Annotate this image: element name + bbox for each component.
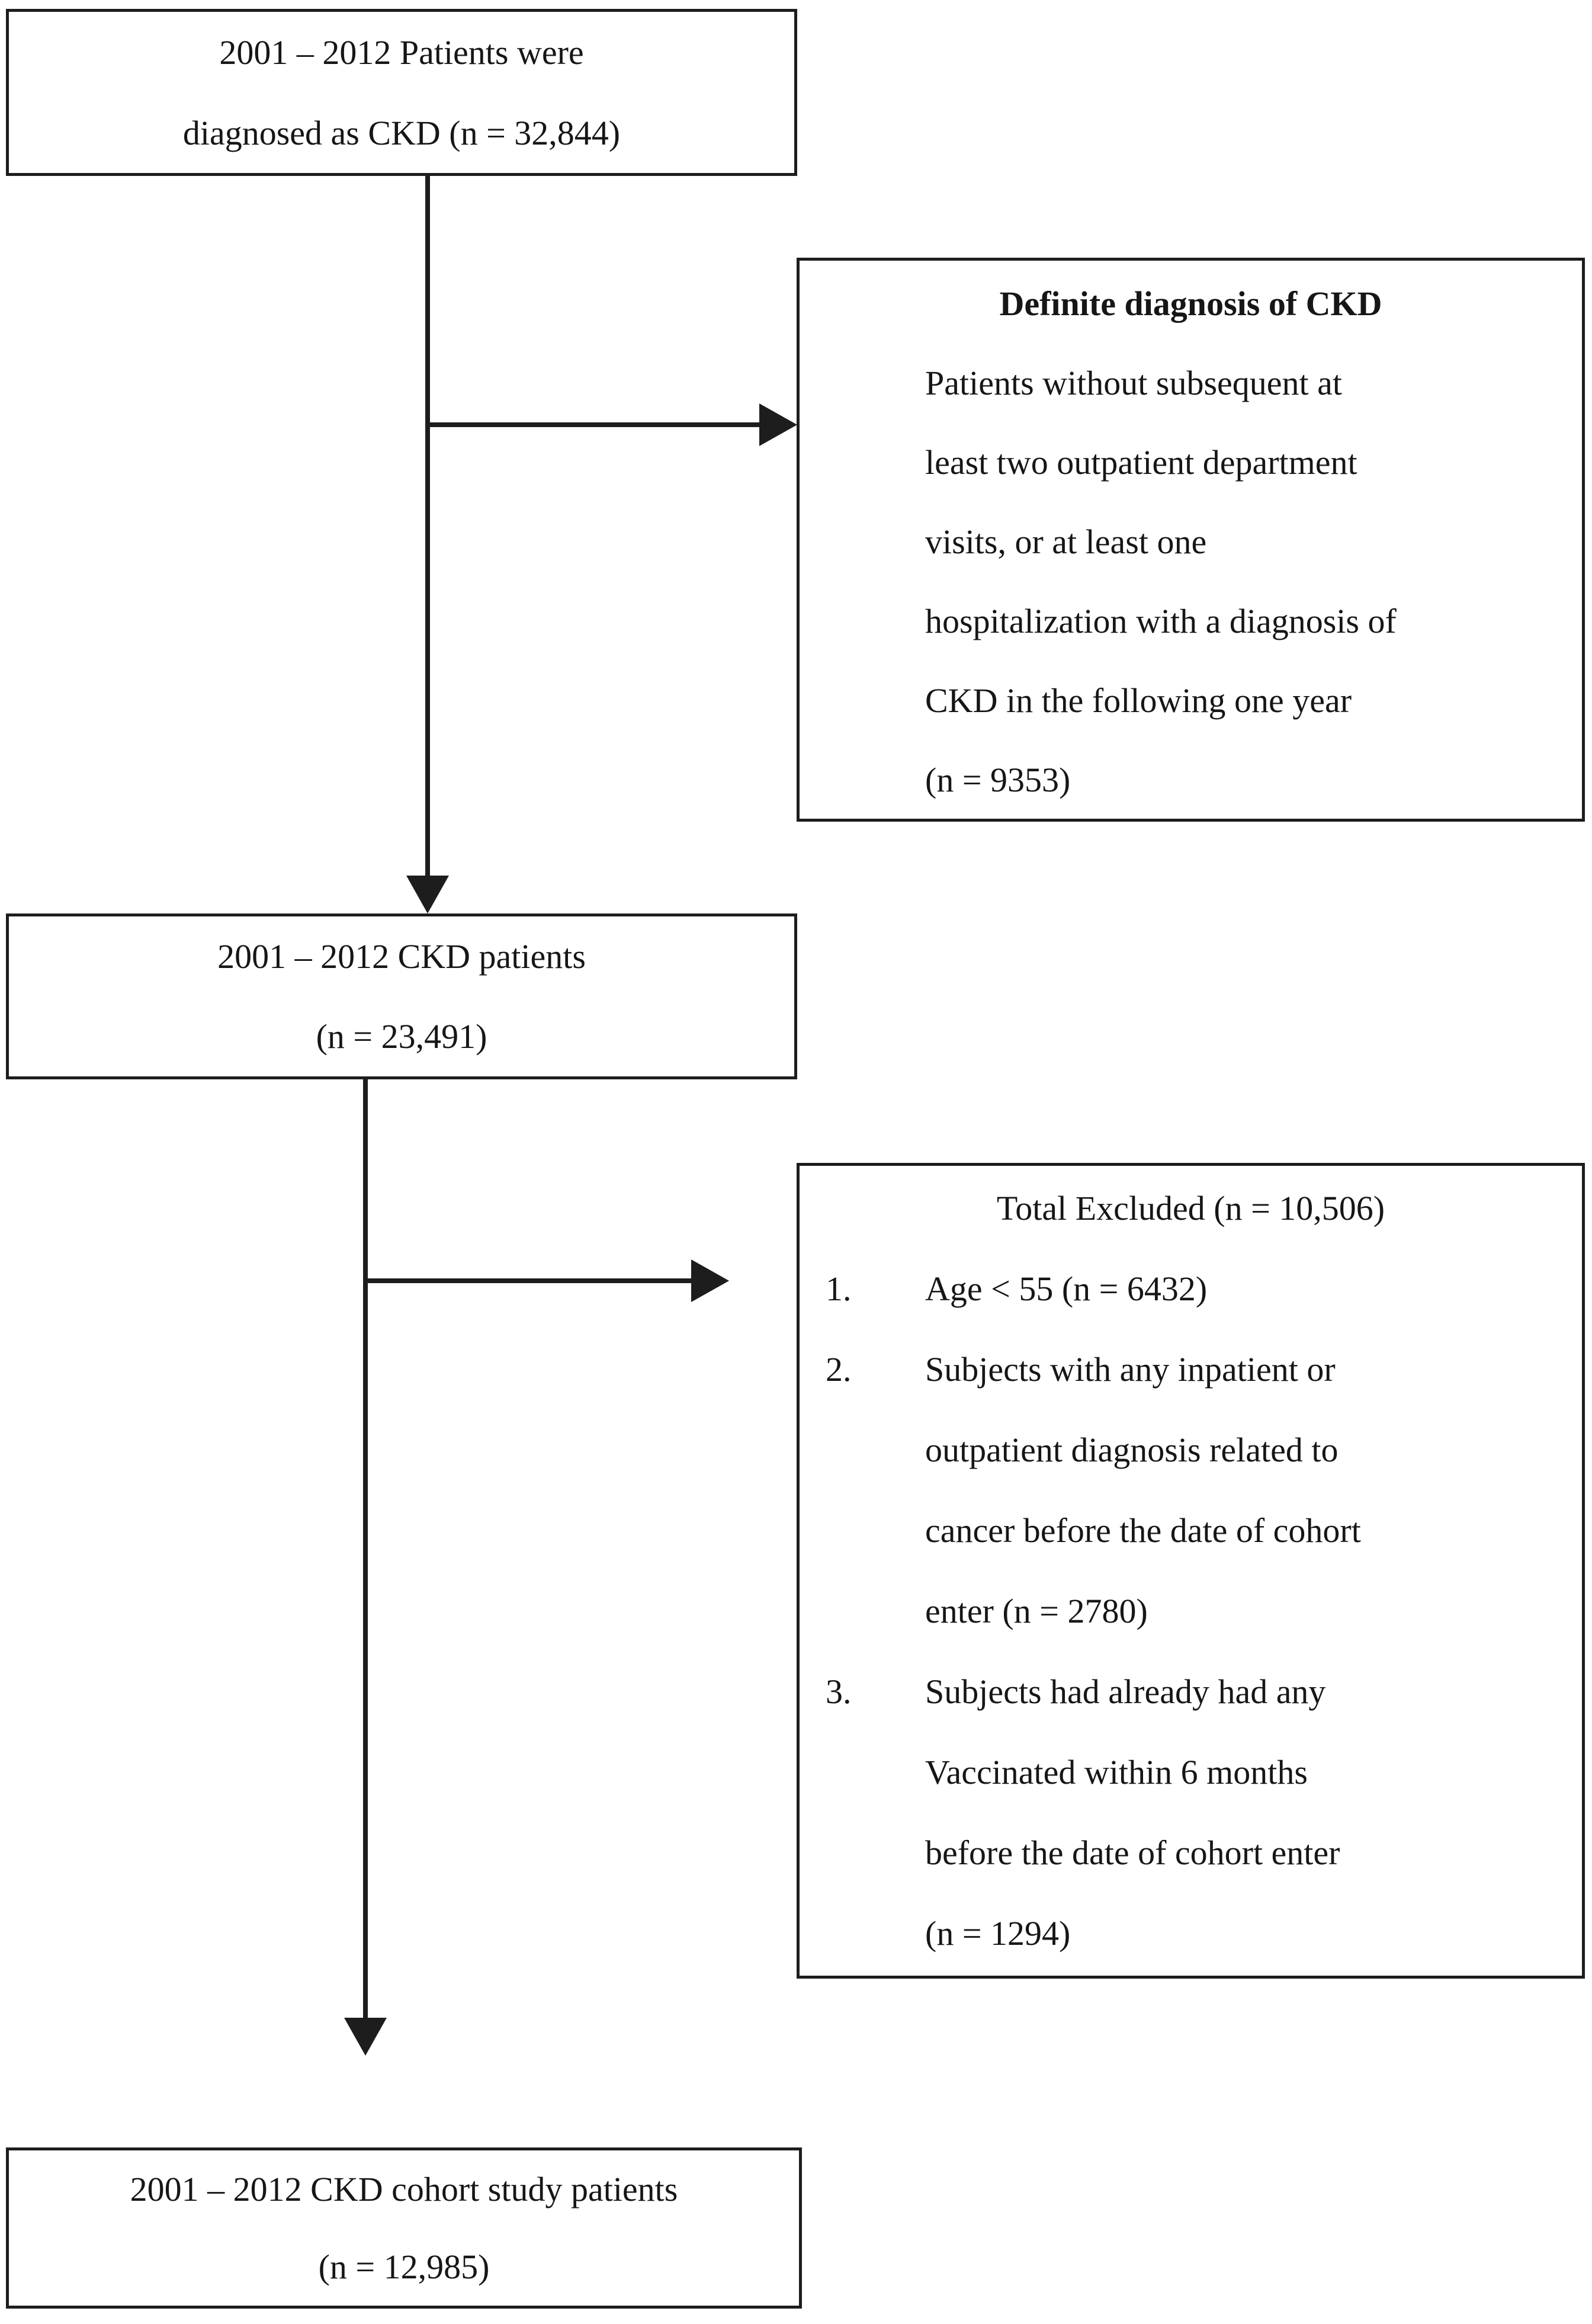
box-text-line: (n = 9353) bbox=[925, 761, 1071, 799]
list-text: Vaccinated within 6 months bbox=[925, 1753, 1308, 1791]
connector-vertical-top bbox=[425, 176, 430, 879]
list-number: 2. bbox=[826, 1350, 852, 1389]
box-text-line: 2001 – 2012 CKD cohort study patients bbox=[130, 2170, 678, 2208]
list-item: (n = 1294) bbox=[800, 1893, 1582, 1974]
arrowhead-down-icon bbox=[406, 876, 449, 913]
connector-vertical-bottom bbox=[363, 1078, 368, 2019]
list-item: enter (n = 2780) bbox=[800, 1571, 1582, 1652]
box-patients-diagnosed: 2001 – 2012 Patients were diagnosed as C… bbox=[6, 9, 797, 176]
box-cohort-study-patients: 2001 – 2012 CKD cohort study patients (n… bbox=[6, 2147, 802, 2309]
list-text: before the date of cohort enter bbox=[925, 1833, 1340, 1872]
list-item: Vaccinated within 6 months bbox=[800, 1732, 1582, 1813]
list-text: outpatient diagnosis related to bbox=[925, 1431, 1339, 1469]
box-text-line: diagnosed as CKD (n = 32,844) bbox=[182, 113, 621, 152]
list-number: 3. bbox=[826, 1672, 852, 1711]
list-number: 1. bbox=[826, 1270, 852, 1308]
list-item: outpatient diagnosis related to bbox=[800, 1410, 1582, 1490]
box-text-line: 2001 – 2012 Patients were bbox=[219, 33, 584, 72]
box-heading: Definite diagnosis of CKD bbox=[999, 284, 1382, 323]
list-item: 3. Subjects had already had any bbox=[800, 1652, 1582, 1732]
list-text: Subjects had already had any bbox=[925, 1672, 1326, 1711]
box-total-excluded: Total Excluded (n = 10,506) 1. Age < 55 (… bbox=[797, 1163, 1585, 1979]
list-text: Age < 55 (n = 6432) bbox=[925, 1270, 1208, 1308]
box-text-line: 2001 – 2012 CKD patients bbox=[217, 937, 586, 976]
box-text-line: least two outpatient department bbox=[925, 443, 1357, 482]
box-text-line: visits, or at least one bbox=[925, 523, 1207, 561]
list-item: 2. Subjects with any inpatient or bbox=[800, 1329, 1582, 1410]
box-text-line: (n = 23,491) bbox=[316, 1017, 487, 1056]
arrowhead-down-icon bbox=[344, 2018, 387, 2056]
list-text: enter (n = 2780) bbox=[925, 1592, 1148, 1630]
list-item: cancer before the date of cohort bbox=[800, 1490, 1582, 1571]
box-text-line: CKD in the following one year bbox=[925, 681, 1352, 720]
list-text: (n = 1294) bbox=[925, 1914, 1071, 1953]
box-ckd-patients: 2001 – 2012 CKD patients (n = 23,491) bbox=[6, 913, 797, 1079]
list-text: Subjects with any inpatient or bbox=[925, 1350, 1336, 1389]
list-text: cancer before the date of cohort bbox=[925, 1511, 1361, 1550]
arrowhead-right-icon bbox=[759, 403, 797, 446]
arrowhead-right-icon bbox=[691, 1259, 729, 1302]
list-item: 1. Age < 55 (n = 6432) bbox=[800, 1249, 1582, 1329]
box-heading: Total Excluded (n = 10,506) bbox=[996, 1189, 1385, 1227]
box-text-line: (n = 12,985) bbox=[318, 2248, 490, 2286]
box-text-line: Patients without subsequent at bbox=[925, 364, 1342, 402]
connector-horizontal-top bbox=[425, 422, 760, 427]
box-text-line: hospitalization with a diagnosis of bbox=[925, 602, 1397, 640]
connector-horizontal-bottom bbox=[363, 1278, 692, 1283]
list-item: before the date of cohort enter bbox=[800, 1813, 1582, 1893]
box-definite-diagnosis-exclusion: Definite diagnosis of CKD Patients witho… bbox=[797, 258, 1585, 822]
